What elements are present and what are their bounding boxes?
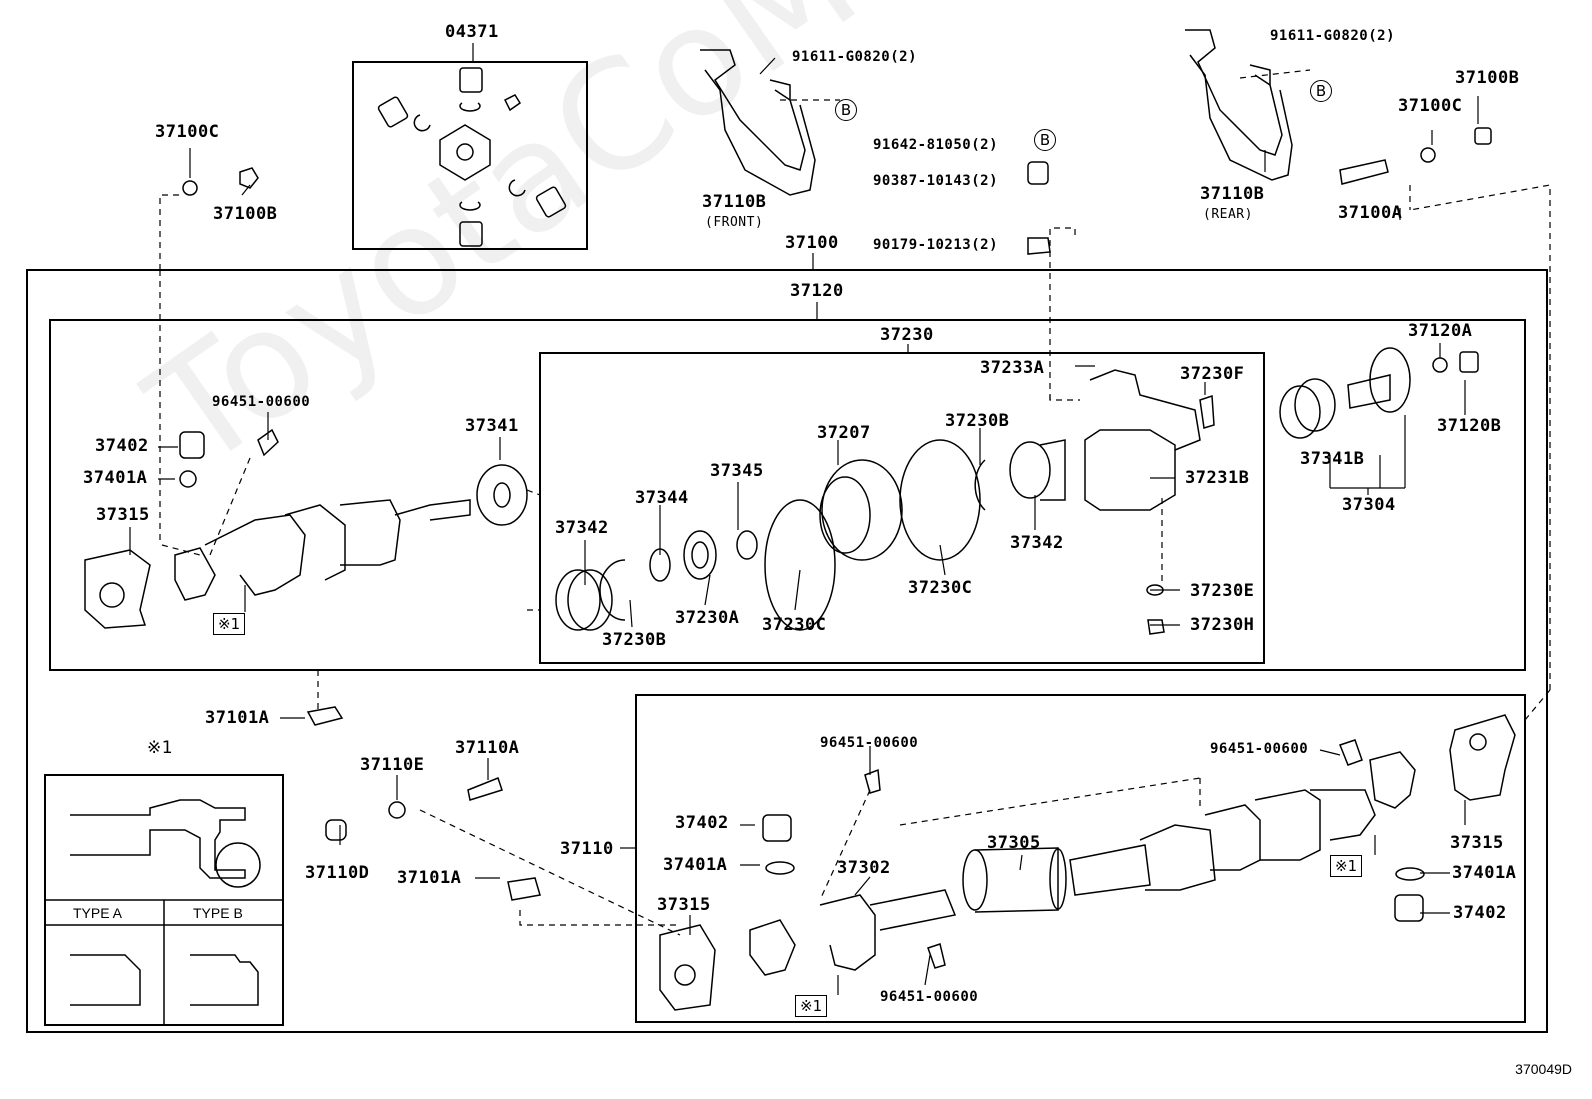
part-37402-b[interactable]: 37402 — [675, 813, 729, 833]
front-strap-drawing — [700, 49, 816, 196]
part-37402-a[interactable]: 37402 — [95, 436, 149, 456]
part-37315-c[interactable]: 37315 — [1450, 833, 1504, 853]
diagram-ref: 370049D — [1515, 1061, 1572, 1077]
part-91611-rear[interactable]: 91611-G0820(2) — [1270, 28, 1396, 44]
part-37230A[interactable]: 37230A — [675, 608, 740, 628]
kit-label[interactable]: 04371 — [445, 22, 499, 42]
dashed-lines — [159, 69, 1551, 936]
part-37100C-right[interactable]: 37100C — [1398, 96, 1463, 116]
part-96451-c[interactable]: 96451-00600 — [880, 989, 979, 1005]
rear-shaft-frame — [635, 694, 1526, 1023]
part-37230E[interactable]: 37230E — [1190, 581, 1255, 601]
part-37304[interactable]: 37304 — [1342, 495, 1396, 515]
part-37230B-a[interactable]: 37230B — [945, 411, 1010, 431]
part-37305[interactable]: 37305 — [987, 833, 1041, 853]
part-37100B-right[interactable]: 37100B — [1455, 68, 1520, 88]
part-90387[interactable]: 90387-10143(2) — [873, 173, 999, 189]
part-37230F[interactable]: 37230F — [1180, 364, 1245, 384]
part-37110A[interactable]: 37110A — [455, 738, 520, 758]
assembly-frame — [26, 269, 1548, 1033]
part-37110E[interactable]: 37110E — [360, 755, 425, 775]
part-37230C-a[interactable]: 37230C — [762, 615, 827, 635]
part-37230H[interactable]: 37230H — [1190, 615, 1255, 635]
rear-tag: (REAR) — [1203, 207, 1253, 222]
part-37110B-front[interactable]: 37110B — [702, 192, 767, 212]
part-96451-d[interactable]: 96451-00600 — [1210, 741, 1309, 757]
fasteners — [179, 127, 1492, 969]
marker-b-rear: B — [1310, 80, 1332, 102]
note-box-symbol: ※1 — [147, 738, 174, 758]
note-marker-rear-left: ※1 — [795, 995, 828, 1017]
type-b-label: TYPE B — [193, 905, 243, 921]
part-37101A-b[interactable]: 37101A — [397, 868, 462, 888]
marker-b-front: B — [835, 99, 857, 121]
part-37342-a[interactable]: 37342 — [555, 518, 609, 538]
note-box — [44, 774, 284, 1026]
front-shaft-label[interactable]: 37120 — [790, 281, 844, 301]
part-37233A[interactable]: 37233A — [980, 358, 1045, 378]
part-37401A-b[interactable]: 37401A — [663, 855, 728, 875]
part-37100C-left[interactable]: 37100C — [155, 122, 220, 142]
rear-shaft-drawing — [659, 714, 1516, 1011]
part-37120B[interactable]: 37120B — [1437, 416, 1502, 436]
part-37341[interactable]: 37341 — [465, 416, 519, 436]
part-37100A[interactable]: 37100A — [1338, 203, 1403, 223]
part-96451-a[interactable]: 96451-00600 — [212, 394, 311, 410]
center-bearing-drawing — [555, 369, 1201, 631]
part-37342-b[interactable]: 37342 — [1010, 533, 1064, 553]
rear-shaft-label[interactable]: 37110 — [560, 839, 614, 859]
note-marker-front: ※1 — [213, 613, 246, 635]
assembly-label[interactable]: 37100 — [785, 233, 839, 253]
part-90179[interactable]: 90179-10213(2) — [873, 237, 999, 253]
part-37402-c[interactable]: 37402 — [1453, 903, 1507, 923]
center-bearing-label[interactable]: 37230 — [880, 325, 934, 345]
part-37401A-c[interactable]: 37401A — [1452, 863, 1517, 883]
kit-frame — [352, 61, 588, 250]
part-96451-b[interactable]: 96451-00600 — [820, 735, 919, 751]
part-91642[interactable]: 91642-81050(2) — [873, 137, 999, 153]
note-marker-rear-right: ※1 — [1330, 855, 1363, 877]
flange-drawing — [1279, 347, 1411, 439]
part-37207[interactable]: 37207 — [817, 423, 871, 443]
part-37302[interactable]: 37302 — [837, 858, 891, 878]
part-37110D[interactable]: 37110D — [305, 863, 370, 883]
part-37401A-a[interactable]: 37401A — [83, 468, 148, 488]
part-37341B[interactable]: 37341B — [1300, 449, 1365, 469]
part-37100B-left[interactable]: 37100B — [213, 204, 278, 224]
front-shaft-drawing — [84, 464, 528, 629]
part-37230B-b[interactable]: 37230B — [602, 630, 667, 650]
marker-b-91642: B — [1034, 129, 1056, 151]
part-37344[interactable]: 37344 — [635, 488, 689, 508]
leader-lines — [129, 43, 1479, 995]
front-tag: (FRONT) — [705, 215, 764, 230]
part-37315-b[interactable]: 37315 — [657, 895, 711, 915]
part-37120A[interactable]: 37120A — [1408, 321, 1473, 341]
part-37230C-b[interactable]: 37230C — [908, 578, 973, 598]
part-37345[interactable]: 37345 — [710, 461, 764, 481]
part-37231B[interactable]: 37231B — [1185, 468, 1250, 488]
part-91611-front[interactable]: 91611-G0820(2) — [792, 49, 918, 65]
front-shaft-frame — [49, 319, 1526, 671]
part-37315-a[interactable]: 37315 — [96, 505, 150, 525]
rear-strap-drawing — [1185, 29, 1293, 181]
center-bearing-frame — [539, 352, 1265, 664]
type-a-label: TYPE A — [73, 905, 123, 921]
spider-kit-drawing — [377, 67, 567, 247]
part-37101A-a[interactable]: 37101A — [205, 708, 270, 728]
part-37110B-rear[interactable]: 37110B — [1200, 184, 1265, 204]
